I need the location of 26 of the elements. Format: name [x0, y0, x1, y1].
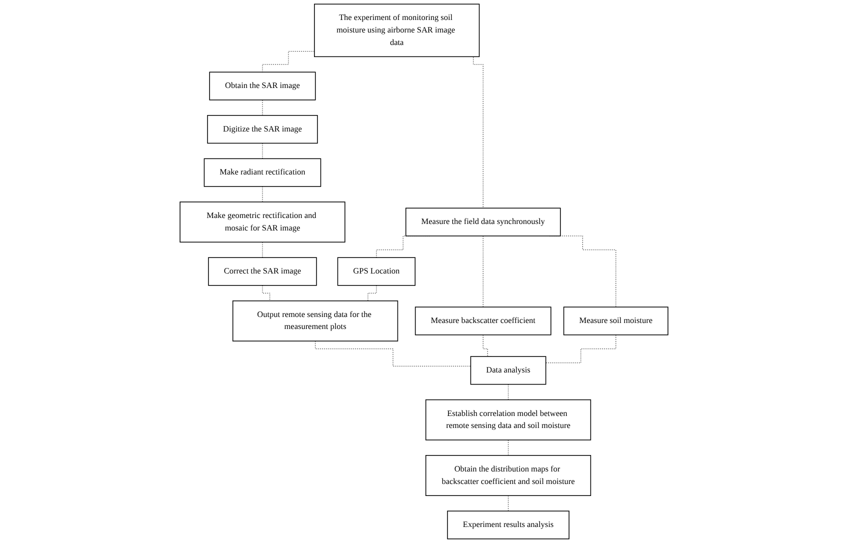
node-box: Establish correlation model between remote sensing data and soil moisture — [425, 399, 592, 440]
connector — [262, 186, 263, 202]
connector — [482, 236, 484, 308]
node-box: Data analysis — [470, 356, 546, 385]
node-box: Correct the SAR image — [208, 257, 317, 286]
node-box: Obtain the distribution maps for backscatter coefficient and soil moisture — [425, 455, 592, 496]
connector — [262, 100, 263, 116]
node-box: Make radiant rectification — [204, 158, 322, 187]
node-box: Obtain the SAR image — [209, 72, 316, 100]
node-box: Measure soil moisture — [563, 306, 668, 336]
node-box: The experiment of monitoring soil moisture using airborne SAR image data — [314, 4, 480, 58]
connector — [508, 384, 509, 400]
node-box: Measure backscatter coefficient — [414, 306, 552, 336]
connector — [508, 440, 509, 456]
connector — [314, 340, 472, 367]
node-box: GPS Location — [337, 257, 416, 286]
node-box: Digitize the SAR image — [207, 115, 318, 144]
connector — [262, 50, 315, 72]
connector — [508, 495, 509, 512]
node-box: Make geometric rectification and mosaic for SAR image — [180, 202, 346, 243]
connector — [262, 242, 263, 258]
node-box: Experiment results analysis — [447, 510, 570, 540]
node-box: Output remote sensing data for the measurement plots — [232, 300, 398, 342]
node-box: Measure the field data synchronously — [405, 208, 561, 236]
connector — [546, 334, 616, 364]
connector — [262, 142, 263, 159]
